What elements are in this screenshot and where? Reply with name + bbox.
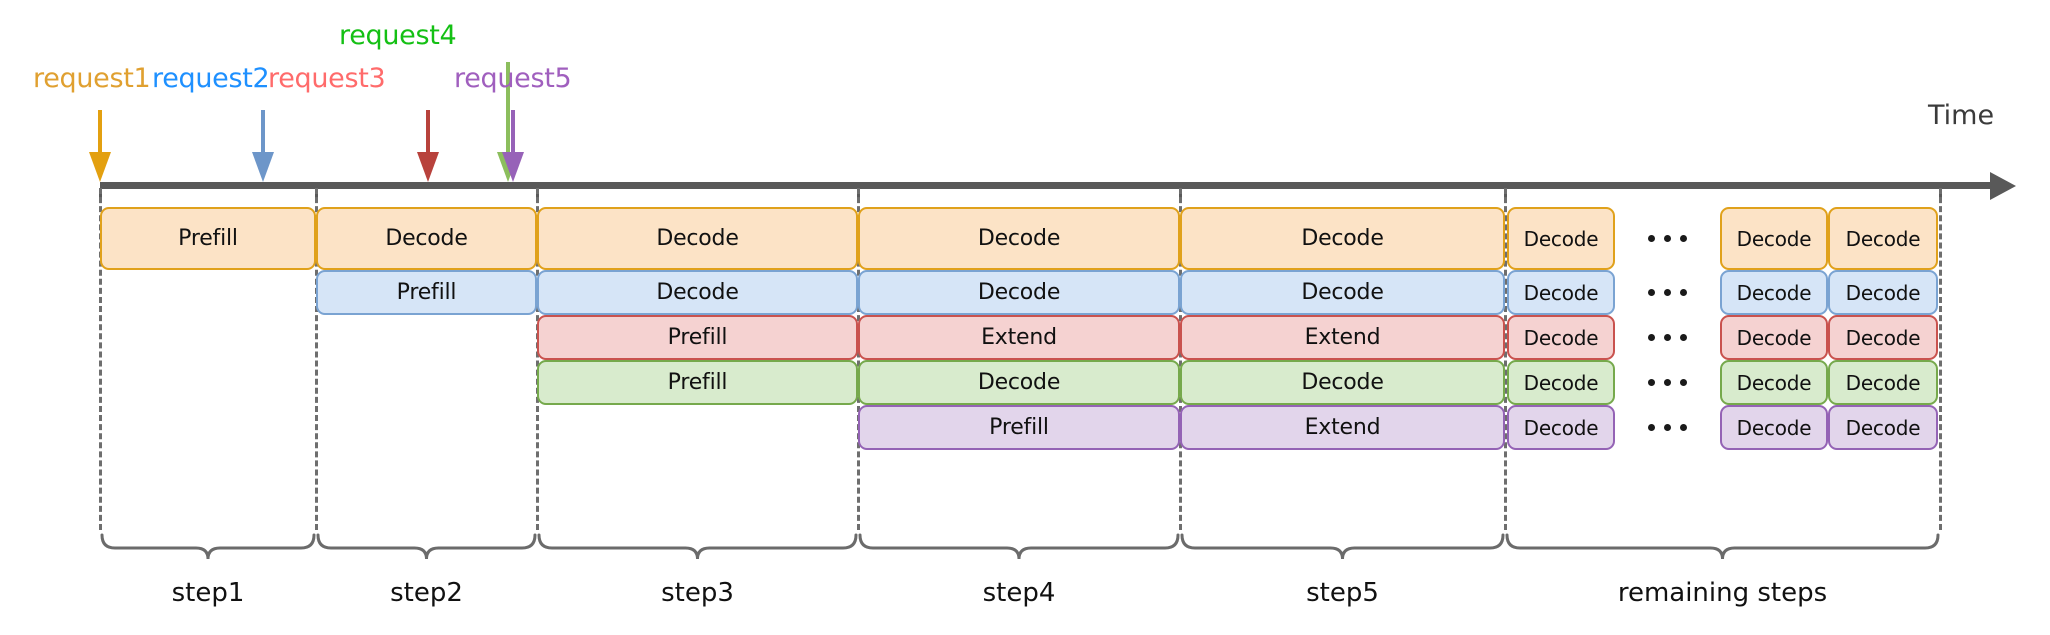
request-arrow-head-3 [417, 152, 439, 182]
task-box-request4-decode-2[interactable]: Decode [1180, 360, 1505, 405]
task-box-request1-decode-7[interactable]: Decode [1828, 207, 1938, 270]
step-brace-6 [1505, 533, 1940, 560]
step-label-6: remaining steps [1617, 578, 1828, 608]
request-label-2: request2 [152, 63, 270, 94]
task-box-request1-decode-5[interactable]: Decode [1507, 207, 1615, 270]
step-separator-4 [1179, 188, 1182, 530]
task-box-request3-decode-4[interactable]: Decode [1720, 315, 1828, 360]
time-axis [100, 182, 1990, 189]
task-box-request5-decode-2[interactable]: Decode [1507, 405, 1615, 450]
task-box-request1-prefill-0[interactable]: Prefill [100, 207, 316, 270]
ellipsis-request3 [1615, 315, 1720, 360]
step-brace-4 [858, 533, 1180, 560]
request-arrow-shaft-2 [261, 110, 265, 154]
ellipsis-request1 [1615, 207, 1720, 270]
task-box-request5-decode-4[interactable]: Decode [1828, 405, 1938, 450]
request-arrow-shaft-5 [511, 110, 515, 154]
step-brace-1 [100, 533, 316, 560]
task-box-request2-prefill-0[interactable]: Prefill [316, 270, 537, 315]
step-separator-5 [1504, 188, 1507, 530]
request-label-5: request5 [454, 63, 572, 94]
request-label-1: request1 [33, 63, 151, 94]
step-separator-2 [536, 188, 539, 530]
step-label-5: step5 [1306, 578, 1379, 608]
request-arrow-shaft-3 [426, 110, 430, 154]
task-box-request2-decode-4[interactable]: Decode [1507, 270, 1615, 315]
step-separator-6 [1939, 188, 1942, 530]
task-box-request1-decode-4[interactable]: Decode [1180, 207, 1505, 270]
task-box-request2-decode-1[interactable]: Decode [537, 270, 858, 315]
request-arrow-head-2 [252, 152, 274, 182]
task-box-request2-decode-3[interactable]: Decode [1180, 270, 1505, 315]
task-box-request3-prefill-0[interactable]: Prefill [537, 315, 858, 360]
task-box-request2-decode-6[interactable]: Decode [1828, 270, 1938, 315]
request-label-3: request3 [268, 63, 386, 94]
step-separator-1 [315, 188, 318, 530]
ellipsis-request4 [1615, 360, 1720, 405]
step-separator-3 [857, 188, 860, 530]
ellipsis-request5 [1615, 405, 1720, 450]
step-brace-2 [316, 533, 537, 560]
task-box-request1-decode-2[interactable]: Decode [537, 207, 858, 270]
task-box-request4-decode-3[interactable]: Decode [1507, 360, 1615, 405]
task-box-request1-decode-6[interactable]: Decode [1720, 207, 1828, 270]
task-box-request3-decode-3[interactable]: Decode [1507, 315, 1615, 360]
step-brace-3 [537, 533, 858, 560]
task-box-request4-decode-4[interactable]: Decode [1720, 360, 1828, 405]
task-box-request4-decode-5[interactable]: Decode [1828, 360, 1938, 405]
task-box-request4-decode-1[interactable]: Decode [858, 360, 1180, 405]
request-arrow-shaft-4 [506, 62, 510, 154]
task-box-request4-prefill-0[interactable]: Prefill [537, 360, 858, 405]
request-arrow-head-1 [89, 152, 111, 182]
ellipsis-request2 [1615, 270, 1720, 315]
task-box-request3-extend-2[interactable]: Extend [1180, 315, 1505, 360]
task-box-request1-decode-1[interactable]: Decode [316, 207, 537, 270]
step-label-1: step1 [171, 578, 245, 608]
task-box-request3-extend-1[interactable]: Extend [858, 315, 1180, 360]
step-label-3: step3 [661, 578, 734, 608]
task-box-request5-prefill-0[interactable]: Prefill [858, 405, 1180, 450]
task-box-request1-decode-3[interactable]: Decode [858, 207, 1180, 270]
task-box-request5-extend-1[interactable]: Extend [1180, 405, 1505, 450]
step-label-2: step2 [390, 578, 463, 608]
task-box-request3-decode-5[interactable]: Decode [1828, 315, 1938, 360]
time-axis-arrowhead [1990, 172, 2016, 200]
request-label-4: request4 [339, 20, 457, 51]
task-box-request2-decode-2[interactable]: Decode [858, 270, 1180, 315]
time-axis-label: Time [1928, 100, 1995, 131]
task-box-request5-decode-3[interactable]: Decode [1720, 405, 1828, 450]
request-arrow-head-5 [502, 152, 524, 182]
task-box-request2-decode-5[interactable]: Decode [1720, 270, 1828, 315]
request-arrow-shaft-1 [98, 110, 102, 154]
step-brace-5 [1180, 533, 1505, 560]
step-label-4: step4 [982, 578, 1056, 608]
step-separator-0 [99, 188, 102, 530]
